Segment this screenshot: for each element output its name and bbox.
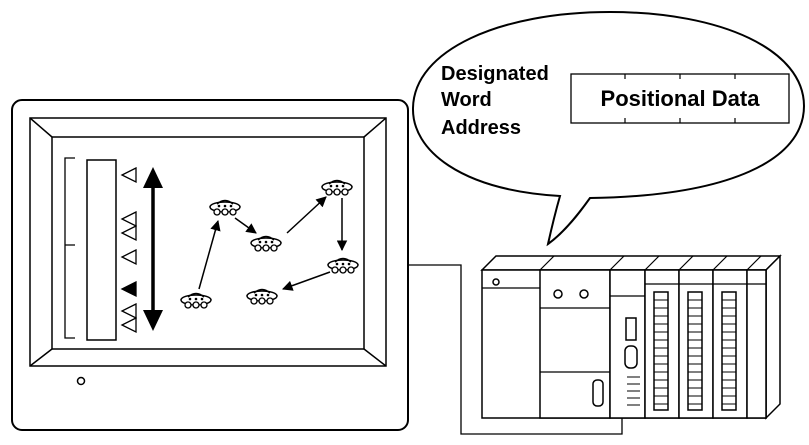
- positional-data-label: Positional Data: [601, 86, 761, 111]
- triangle-left-icon: [120, 302, 137, 320]
- double-arrow-icon: [143, 167, 163, 331]
- display-unit: [11, 99, 409, 431]
- bit-ticks: [624, 74, 736, 123]
- address-label-line-1: Designated: [441, 63, 549, 85]
- triangle-left-icon: [120, 224, 137, 242]
- triangle-left-icon: [120, 248, 137, 266]
- triangle-left-icon: [120, 210, 137, 228]
- plc-top-face: [480, 255, 782, 271]
- plc-side-face: [765, 254, 781, 420]
- vehicle-icon: [321, 179, 353, 196]
- comm-module: [609, 269, 646, 419]
- bubble-outline: [411, 10, 806, 247]
- power-led: [76, 376, 86, 386]
- positional-data-box: [570, 73, 790, 124]
- address-label-line-2: Word: [441, 89, 492, 111]
- triangle-left-icon: [120, 166, 137, 184]
- position-bar: [86, 159, 117, 341]
- vehicle-icon: [327, 257, 359, 274]
- plc-unit: [480, 254, 782, 420]
- speech-bubble: Designated Word Address Positional Data: [411, 10, 806, 247]
- vehicle-icon: [180, 292, 212, 309]
- vehicle-icon: [246, 288, 278, 305]
- address-label-line-3: Address: [441, 117, 521, 139]
- vehicle-icon: [250, 235, 282, 252]
- power-indicator: [492, 278, 500, 286]
- screen-bracket: [64, 157, 75, 339]
- io-modules: [644, 269, 767, 419]
- triangle-filled-icon: [120, 280, 137, 298]
- route-arrows: [198, 196, 348, 291]
- vehicle-icon: [209, 199, 241, 216]
- triangle-left-icon: [120, 316, 137, 334]
